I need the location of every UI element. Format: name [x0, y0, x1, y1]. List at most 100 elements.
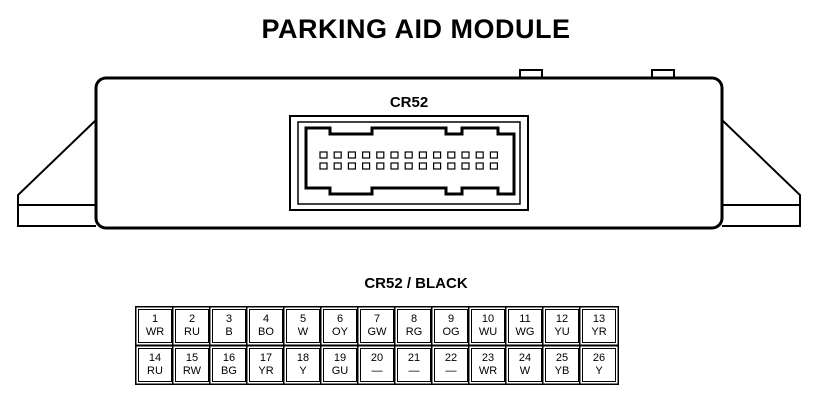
connector-pin-hole — [362, 151, 371, 159]
pin-wire-code: YU — [554, 326, 570, 338]
pin-number: 3 — [225, 313, 233, 325]
pin-number: 2 — [188, 313, 196, 325]
connector-pin-hole — [475, 162, 484, 170]
pin-number: 18 — [296, 352, 310, 364]
connector-pin-hole — [347, 162, 356, 170]
pin-number: 15 — [185, 352, 199, 364]
pin-wire-code: RU — [184, 326, 200, 338]
pin-cell: 22— — [434, 348, 468, 382]
pin-number: 4 — [262, 313, 270, 325]
connector-pin-hole — [489, 162, 498, 170]
pin-wire-code: OG — [442, 326, 460, 338]
pin-wire-code: WR — [145, 326, 165, 338]
pin-number: 23 — [481, 352, 495, 364]
pin-wire-code: BG — [221, 365, 237, 377]
connector-pin-hole — [390, 151, 399, 159]
pin-number: 12 — [555, 313, 569, 325]
pin-cell: 21— — [397, 348, 431, 382]
pin-number: 10 — [481, 313, 495, 325]
connector-pin-hole — [418, 151, 427, 159]
diagram-title: PARKING AID MODULE — [261, 14, 571, 44]
connector-pin-hole — [447, 162, 456, 170]
pin-number: 26 — [592, 352, 606, 364]
connector-pin-hole — [475, 151, 484, 159]
connector-pin-hole — [461, 151, 470, 159]
connector-pin-hole — [362, 162, 371, 170]
pin-wire-code: RW — [182, 365, 202, 377]
pin-wire-code: GW — [367, 326, 387, 338]
pin-number: 17 — [259, 352, 273, 364]
connector-pin-holes — [319, 151, 498, 170]
pin-wire-code: Y — [299, 365, 307, 377]
pin-wire-code: YR — [258, 365, 274, 377]
right-bracket — [721, 119, 801, 227]
pin-cell: 20— — [360, 348, 394, 382]
connector-id-label: CR52 — [390, 94, 428, 111]
pin-wire-code: OY — [332, 326, 348, 338]
pin-wire-code: WU — [478, 326, 498, 338]
left-bracket — [17, 119, 97, 227]
connector-pin-hole — [376, 162, 385, 170]
pin-wire-code: W — [297, 326, 309, 338]
pin-wire-code: Y — [595, 365, 603, 377]
pin-number: 13 — [592, 313, 606, 325]
connector-body — [304, 126, 516, 196]
pin-number: 24 — [518, 352, 532, 364]
pin-wire-code: YR — [591, 326, 607, 338]
pin-number: 14 — [148, 352, 162, 364]
connector-pin-hole — [404, 151, 413, 159]
pin-number: 5 — [299, 313, 307, 325]
pin-number: 19 — [333, 352, 347, 364]
connector-pin-hole — [461, 162, 470, 170]
connector-pin-hole — [390, 162, 399, 170]
pin-wire-code: W — [519, 365, 531, 377]
pin-wire-code: — — [445, 365, 457, 377]
connector-pin-hole — [404, 162, 413, 170]
connector-pin-hole — [333, 151, 342, 159]
pin-wire-code: — — [371, 365, 383, 377]
connector-label: CR52 / BLACK — [364, 275, 468, 292]
connector-pin-hole — [433, 162, 442, 170]
pin-wire-code: RU — [147, 365, 163, 377]
pin-number: 8 — [410, 313, 418, 325]
pin-wire-code: B — [225, 326, 233, 338]
pin-number: 11 — [519, 313, 531, 325]
pin-number: 9 — [447, 313, 455, 325]
pin-wire-code: WR — [478, 365, 498, 377]
connector-pin-hole — [418, 162, 427, 170]
pin-number: 21 — [407, 352, 421, 364]
pin-wire-code: GU — [331, 365, 349, 377]
pin-wire-code: YB — [554, 365, 570, 377]
connector-pin-hole — [433, 151, 442, 159]
pin-number: 1 — [151, 313, 159, 325]
pin-wire-code: WG — [515, 326, 535, 338]
connector-pin-hole — [333, 162, 342, 170]
pin-number: 7 — [373, 313, 381, 325]
connector-pin-hole — [319, 151, 328, 159]
pin-wire-code: — — [408, 365, 420, 377]
connector-pin-hole — [319, 162, 328, 170]
pin-wire-code: BO — [258, 326, 274, 338]
pin-number: 22 — [444, 352, 458, 364]
